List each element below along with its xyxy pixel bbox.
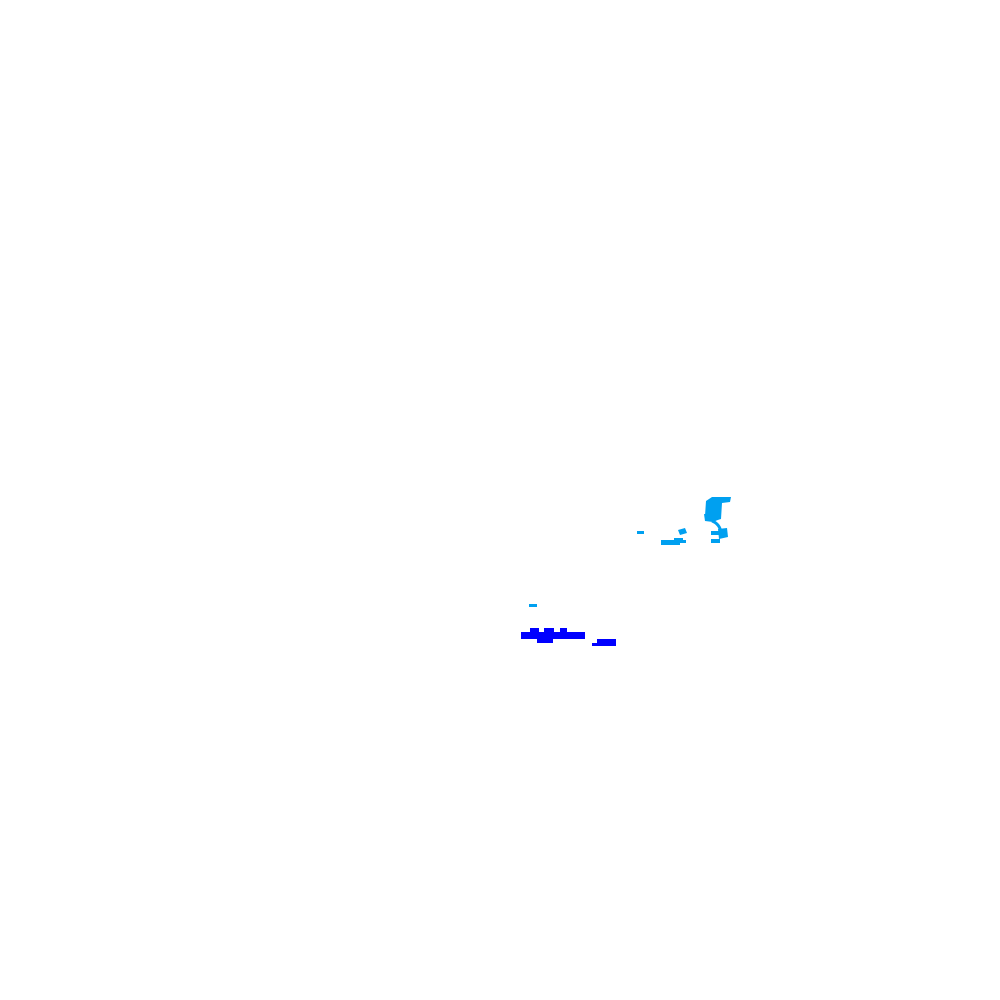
dark-blue-patch: [530, 628, 539, 633]
light-blue-patch: [718, 528, 728, 539]
light-blue-patch: [711, 531, 719, 535]
dark-blue-patch: [537, 637, 553, 643]
light-blue-patch: [529, 604, 537, 607]
dark-blue-patch: [560, 628, 567, 633]
light-blue-patch: [678, 540, 686, 543]
light-blue-patch: [678, 528, 687, 535]
dark-blue-patch-layer: [521, 628, 616, 646]
light-blue-patch-layer: [529, 497, 731, 607]
dark-blue-patch: [597, 639, 616, 646]
dark-blue-patch: [592, 643, 600, 646]
dark-blue-patch: [521, 632, 585, 639]
light-blue-patch: [661, 540, 680, 545]
light-blue-patch: [711, 539, 720, 543]
light-blue-patch: [674, 538, 683, 541]
light-blue-patch: [704, 514, 720, 522]
light-blue-patch: [637, 531, 644, 534]
dark-blue-patch: [544, 628, 554, 633]
